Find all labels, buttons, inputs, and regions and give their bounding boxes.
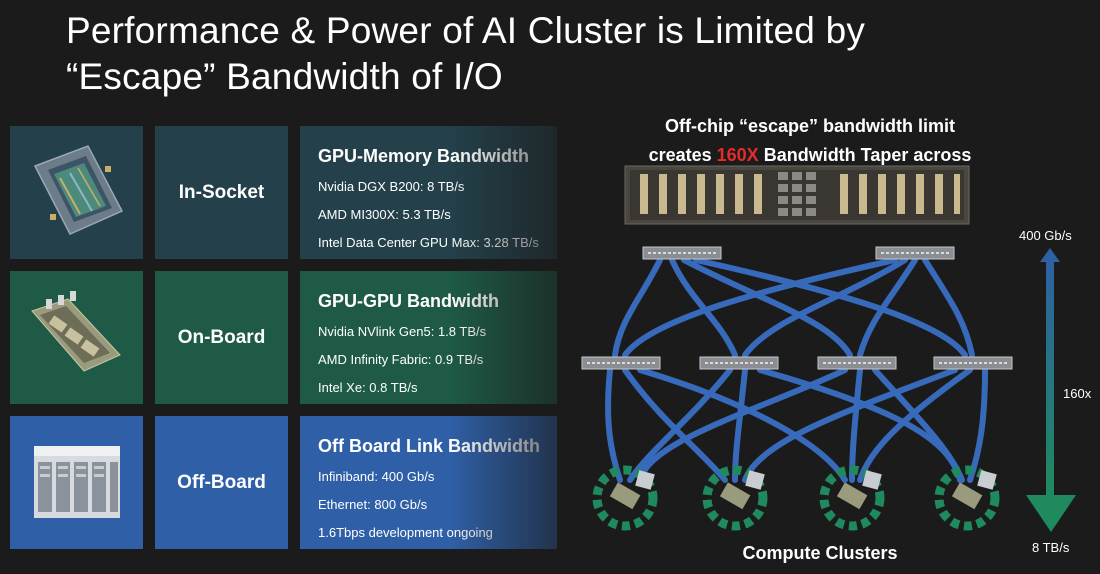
in-socket-label: In-Socket — [178, 181, 265, 203]
compute-cluster-node — [702, 465, 768, 531]
on-board-tile: On-Board — [155, 271, 288, 404]
taper-title-pre: creates — [648, 145, 717, 165]
server-rack-image — [10, 416, 143, 549]
bandwidth-line: 1.6Tbps development ongoing — [318, 525, 493, 540]
on-board-label: On-Board — [177, 326, 266, 348]
bandwidth-scale-bottom-label: 8 TB/s — [1032, 540, 1070, 555]
taper-title-line-1: Off-chip “escape” bandwidth limit — [664, 116, 956, 136]
slide-title-line-2: “Escape” Bandwidth of I/O — [66, 56, 503, 97]
bandwidth-line: Ethernet: 800 Gb/s — [318, 497, 428, 512]
leaf-switch — [581, 356, 661, 370]
bandwidth-line: AMD Infinity Fabric: 0.9 TB/s — [318, 352, 484, 367]
bandwidth-taper-arrow — [1026, 248, 1076, 532]
taper-title-post: Bandwidth Taper across — [758, 145, 972, 165]
taper-diagram-title: Off-chip “escape” bandwidth limit create… — [600, 112, 1020, 170]
bandwidth-taper-factor-label: 160x — [1063, 386, 1092, 401]
bandwidth-line: Infiniband: 400 Gb/s — [318, 469, 435, 484]
slide-title: Performance & Power of AI Cluster is Lim… — [66, 8, 865, 100]
bandwidth-line: Nvidia DGX B200: 8 TB/s — [318, 179, 465, 194]
leaf-switch — [933, 356, 1013, 370]
leaf-cluster-cables — [605, 367, 988, 483]
bandwidth-line: Intel Xe: 0.8 TB/s — [318, 380, 418, 395]
leaf-switch — [817, 356, 897, 370]
slide-title-line-1: Performance & Power of AI Cluster is Lim… — [66, 10, 866, 51]
taper-factor-highlight: 160X — [716, 145, 759, 165]
off-board-tile: Off-Board — [155, 416, 288, 549]
spine-leaf-cables — [612, 257, 975, 358]
compute-cluster-node — [819, 465, 885, 531]
taper-title-line-2: creates 160X Bandwidth Taper across — [600, 141, 1020, 170]
compute-cluster-node — [934, 465, 1000, 531]
bandwidth-line: Nvidia NVlink Gen5: 1.8 TB/s — [318, 324, 487, 339]
bandwidth-line: AMD MI300X: 5.3 TB/s — [318, 207, 451, 222]
gpu-chip-image — [10, 126, 143, 259]
compute-clusters-label: Compute Clusters — [742, 543, 898, 563]
spine-switch-1 — [642, 246, 722, 260]
compute-cluster-node — [592, 465, 658, 531]
spine-switch-2 — [875, 246, 955, 260]
gpu-board-image — [10, 271, 143, 404]
switch-chip-image — [624, 165, 970, 225]
off-board-label: Off-Board — [177, 471, 266, 493]
leaf-switch — [699, 356, 779, 370]
bandwidth-scale-top-label: 400 Gb/s — [1019, 228, 1072, 243]
in-socket-tile: In-Socket — [155, 126, 288, 259]
